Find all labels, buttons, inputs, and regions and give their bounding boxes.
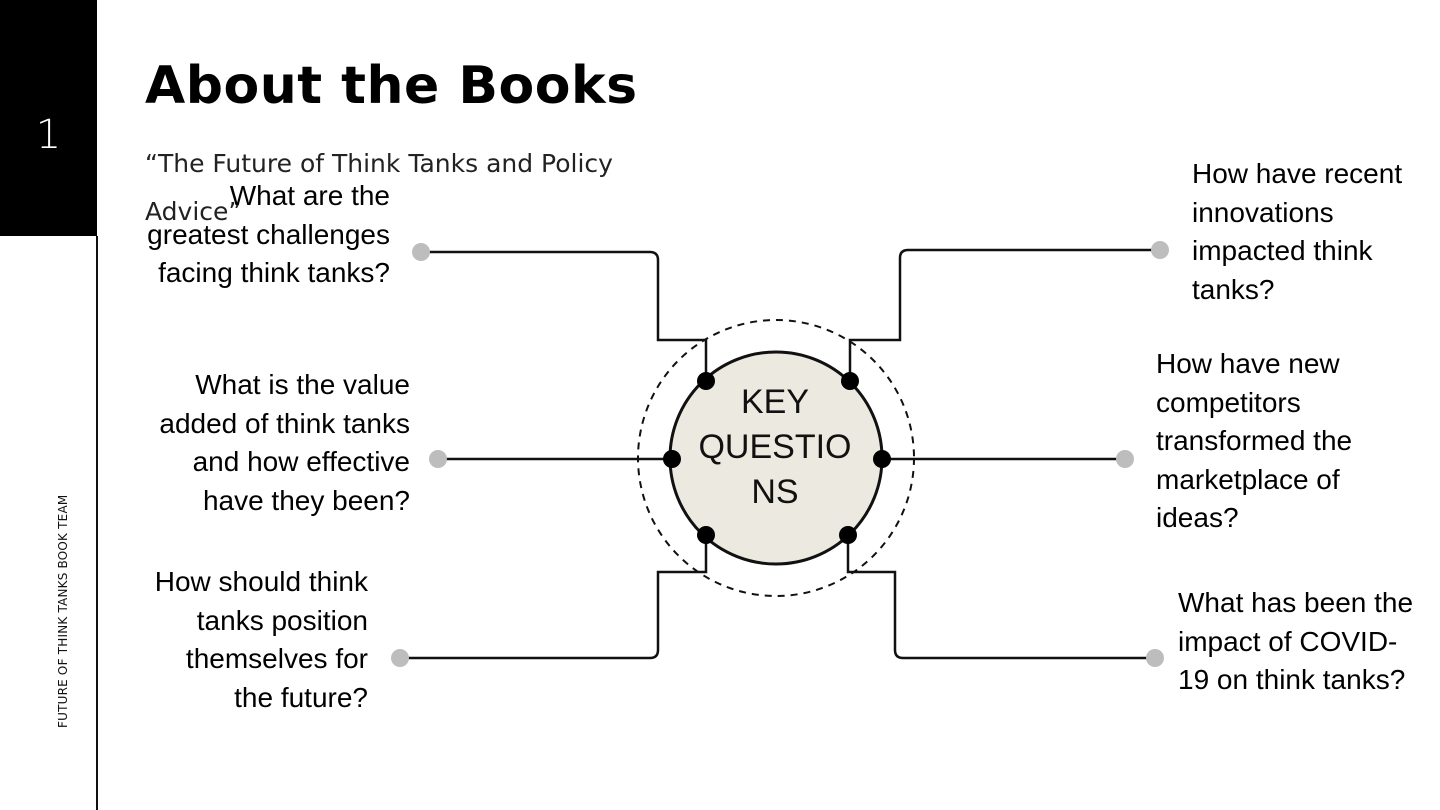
hub-label: KEY QUESTIO NS: [682, 380, 868, 515]
hub-label-line: QUESTIO: [698, 428, 852, 466]
hub-dot: [663, 450, 681, 468]
slide-number: 1: [35, 112, 62, 158]
connector-end-dot: [412, 243, 430, 261]
connector-end-dot: [429, 450, 447, 468]
connector-right-bottom: [846, 535, 1155, 660]
hub-dot: [873, 450, 891, 468]
connector-end-dot: [1146, 649, 1164, 667]
connector-end-dot: [391, 649, 409, 667]
connector-end-dot: [1151, 241, 1169, 259]
connector-left-bottom: [400, 535, 708, 660]
question-left-2: What is the value added of think tanks a…: [159, 369, 410, 516]
question-left-1: What are the greatest challenges facing …: [147, 180, 390, 288]
hub-dot: [839, 526, 857, 544]
sidebar-divider: [96, 236, 98, 810]
connector-right-top: [848, 248, 1160, 381]
hub-dot: [697, 372, 715, 390]
hub-label-line: NS: [751, 473, 799, 511]
slide-title: About the Books: [145, 56, 638, 116]
sidebar-block: [0, 0, 97, 236]
hub-label-line: KEY: [740, 383, 810, 421]
hub-dot: [697, 526, 715, 544]
question-right-2: How have new competitors transformed the…: [1156, 348, 1353, 533]
hub-dot: [841, 372, 859, 390]
question-right-3: What has been the impact of COVID-19 on …: [1178, 587, 1414, 695]
question-left-3: How should think tanks position themselv…: [154, 566, 368, 713]
slide-subtitle: “The Future of Think Tanks and Policy Ad…: [145, 149, 613, 226]
connector-end-dot: [1116, 450, 1134, 468]
connector-left-top: [421, 250, 708, 381]
question-right-1: How have recent innovations impacted thi…: [1192, 158, 1403, 305]
